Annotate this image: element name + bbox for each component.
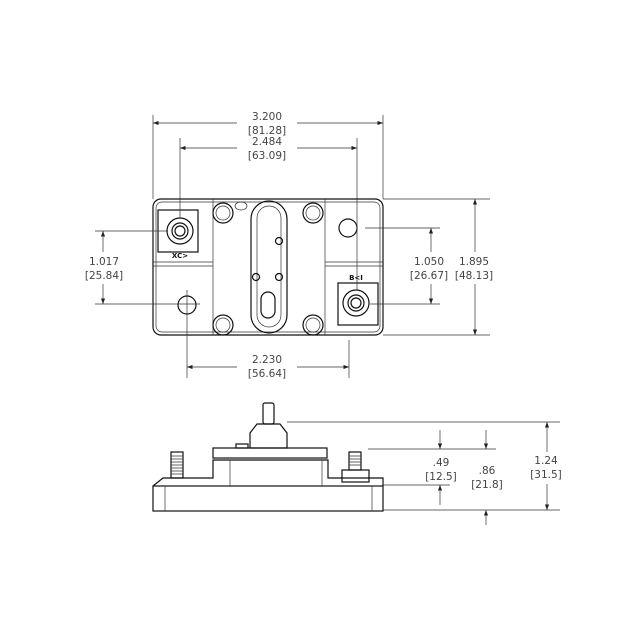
dim-stud-spacing-mm: [63.09] [248,150,286,162]
terminal-stud-right [337,282,379,326]
dim-housing-height: .86 [479,465,496,477]
terminal-mark-left: XC> [172,252,188,260]
dim-left-offset-mm: [25.84] [85,270,123,282]
breaker-base-side [152,485,384,512]
side-view: .49 [12.5] .86 [21.8] 1.24 [31.5] [152,402,562,525]
dim-right-offset-mm: [26.67] [410,270,448,282]
toggle-actuator [249,423,288,449]
dim-hole-spacing-mm: [56.64] [248,368,286,380]
dim-right-offset: 1.050 [414,256,444,268]
dim-overall-width-mm: [81.28] [248,125,286,137]
dim-stud-spacing: 2.484 [252,136,282,148]
dim-housing-height-mm: [21.8] [471,479,503,491]
breaker-body-top [152,198,384,336]
dim-overall-height: 1.895 [459,256,489,268]
dim-toggle-height: .49 [433,457,450,469]
housing-top [212,447,328,459]
dim-left-offset: 1.017 [89,256,119,268]
dim-overall-height-mm: [48.13] [455,270,493,282]
dim-side-overall-height-mm: [31.5] [530,469,562,481]
top-view: XC> B<I 3.200 [81.28] 2.484 [63.09] 2.23… [85,111,493,380]
mounting-boss [212,201,324,336]
dim-toggle-height-mm: [12.5] [425,471,457,483]
terminal-stud-side-left [170,451,184,479]
dim-side-overall-height: 1.24 [534,455,558,467]
toggle-lever-slot [250,200,288,334]
mounting-hole-right [338,218,358,238]
terminal-stud-side-right [341,451,370,483]
dim-overall-width: 3.200 [252,111,282,123]
dim-hole-spacing: 2.230 [252,354,282,366]
terminal-mark-right: B<I [349,274,363,282]
